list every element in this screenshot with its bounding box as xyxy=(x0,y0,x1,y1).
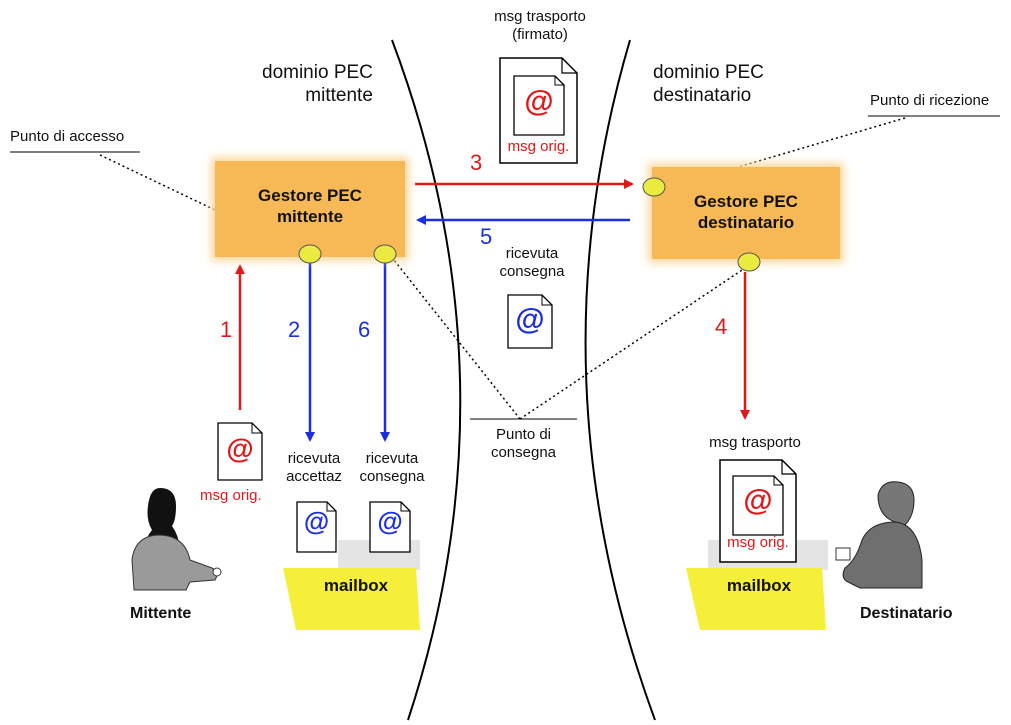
sender-manager-label-line2: mittente xyxy=(276,207,344,227)
acceptance-receipt-line1: ricevuta xyxy=(287,450,341,467)
recipient-person-icon xyxy=(835,481,923,589)
delivery-point-line2: consegna xyxy=(490,444,557,461)
mailbox-right-label: mailbox xyxy=(726,576,792,595)
transport-signed-at: @ xyxy=(524,85,554,118)
delivery-receipt-mailbox-label: ricevuta consegna xyxy=(352,450,432,486)
mailbox-left-shape xyxy=(283,568,420,630)
step-2-label: 2 xyxy=(288,317,301,342)
reception-point-label: Punto di ricezione xyxy=(870,92,990,109)
acceptance-receipt-label: ricevuta accettaz xyxy=(276,450,352,486)
delivery-point-line1: Punto di xyxy=(495,426,552,443)
delivery-receipt-mailbox-at: @ xyxy=(377,506,403,536)
step-3-label: 3 xyxy=(470,150,483,175)
transport-signed-line2: (firmato) xyxy=(512,26,568,43)
delivery-receipt-center-at: @ xyxy=(515,303,545,336)
domain-boundary-left xyxy=(391,39,462,721)
doc-transport-recipient-icon xyxy=(719,459,797,563)
doc-transport-signed-icon xyxy=(499,57,578,164)
transport-recipient-label: msg trasporto xyxy=(709,434,801,451)
sender-orig-at: @ xyxy=(226,433,254,464)
step-5-label: 5 xyxy=(480,224,493,249)
mailbox-left-label: mailbox xyxy=(323,576,389,595)
acceptance-receipt-line2: accettaz xyxy=(286,468,342,485)
sender-manager-box: Gestore PEC mittente xyxy=(215,161,405,257)
transport-signed-orig-label: msg orig. xyxy=(507,138,570,155)
domain-boundary-right xyxy=(584,39,656,721)
sender-actor-label: Mittente xyxy=(130,605,192,622)
step-1-label: 1 xyxy=(220,317,233,342)
access-point-label: Punto di accesso xyxy=(10,128,125,145)
sender-orig-label: msg orig. xyxy=(200,487,262,504)
sender-domain-line1: dominio PEC xyxy=(262,62,373,83)
delivery-receipt-mailbox-line2: consegna xyxy=(359,468,425,485)
step-4-label: 4 xyxy=(715,314,728,339)
doc-delivery-receipt-mailbox-icon xyxy=(369,501,411,553)
recipient-domain-line1: dominio PEC xyxy=(653,62,764,83)
doc-orig-msg-sender-icon xyxy=(217,422,263,481)
recipient-domain-line2: destinatario xyxy=(653,84,752,106)
sender-domain-line2: mittente xyxy=(305,84,373,106)
mailbox-right-shape xyxy=(686,568,826,630)
sender-domain-label: dominio PEC mittente xyxy=(262,62,373,108)
transport-recipient-orig-label: msg orig. xyxy=(727,534,789,551)
acceptance-receipt-at: @ xyxy=(303,506,330,536)
delivery-point-label: Punto di consegna xyxy=(470,426,577,462)
delivery-receipt-center-line1: ricevuta xyxy=(505,245,559,262)
delivery-receipt-center-line2: consegna xyxy=(499,263,565,280)
recipient-domain-label: dominio PEC destinatario xyxy=(653,62,764,108)
delivery-receipt-center-label: ricevuta consegna xyxy=(472,245,592,281)
recipient-manager-label-line1: Gestore PEC xyxy=(694,192,798,211)
recipient-manager-label-line2: destinatario xyxy=(697,213,795,233)
doc-acceptance-receipt-icon xyxy=(296,501,337,553)
transport-signed-label: msg trasporto (firmato) xyxy=(470,8,610,44)
recipient-manager-box: Gestore PEC destinatario xyxy=(652,167,840,259)
sender-manager-label-line1: Gestore PEC xyxy=(258,186,362,205)
doc-delivery-receipt-center-icon xyxy=(507,294,553,349)
delivery-point-pointer-right xyxy=(519,265,749,420)
delivery-receipt-mailbox-line1: ricevuta xyxy=(365,450,419,467)
recipient-actor-label: Destinatario xyxy=(860,605,953,622)
transport-recipient-at: @ xyxy=(743,484,773,517)
step-6-label: 6 xyxy=(358,317,371,342)
transport-signed-line1: msg trasporto xyxy=(494,8,586,25)
sender-person-icon xyxy=(131,488,222,591)
